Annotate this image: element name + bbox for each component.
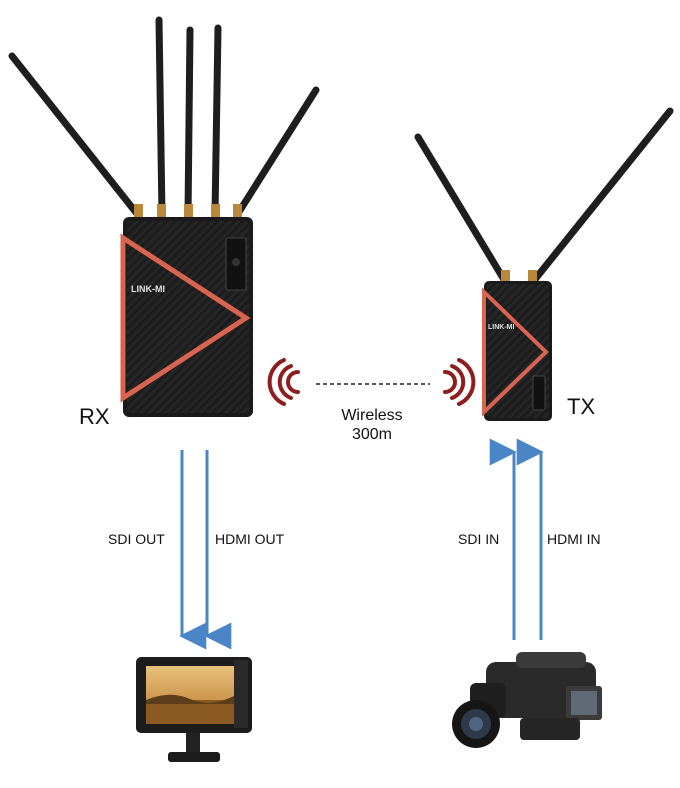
wireless-distance-label: Wireless 300m xyxy=(322,406,422,444)
tx-transmitter: LINK-MI xyxy=(414,107,674,421)
signal-arrows xyxy=(179,438,544,650)
tx-brand-logo: LINK-MI xyxy=(488,324,514,331)
rx-signal-waves-icon xyxy=(267,358,300,406)
sdi-out-label: SDI OUT xyxy=(108,531,165,547)
wireless-label-line1: Wireless xyxy=(341,407,403,424)
rx-accent-chevron xyxy=(120,233,251,403)
monitor-icon xyxy=(136,657,252,762)
camcorder-icon xyxy=(452,652,602,748)
tx-antennas xyxy=(414,107,674,287)
rx-label: RX xyxy=(79,404,110,429)
tx-label: TX xyxy=(567,394,596,419)
wireless-link xyxy=(267,358,476,406)
wireless-label-line2: 300m xyxy=(351,426,393,443)
hdmi-in-label: HDMI IN xyxy=(547,531,601,547)
tx-signal-waves-icon xyxy=(443,358,476,406)
rx-receiver: LINK-MI xyxy=(8,16,320,417)
rx-brand-logo: LINK-MI xyxy=(131,284,165,294)
sdi-in-label: SDI IN xyxy=(458,531,500,547)
tx-accent-chevron xyxy=(482,287,549,417)
rx-antennas xyxy=(8,16,320,219)
hdmi-out-label: HDMI OUT xyxy=(215,531,285,547)
